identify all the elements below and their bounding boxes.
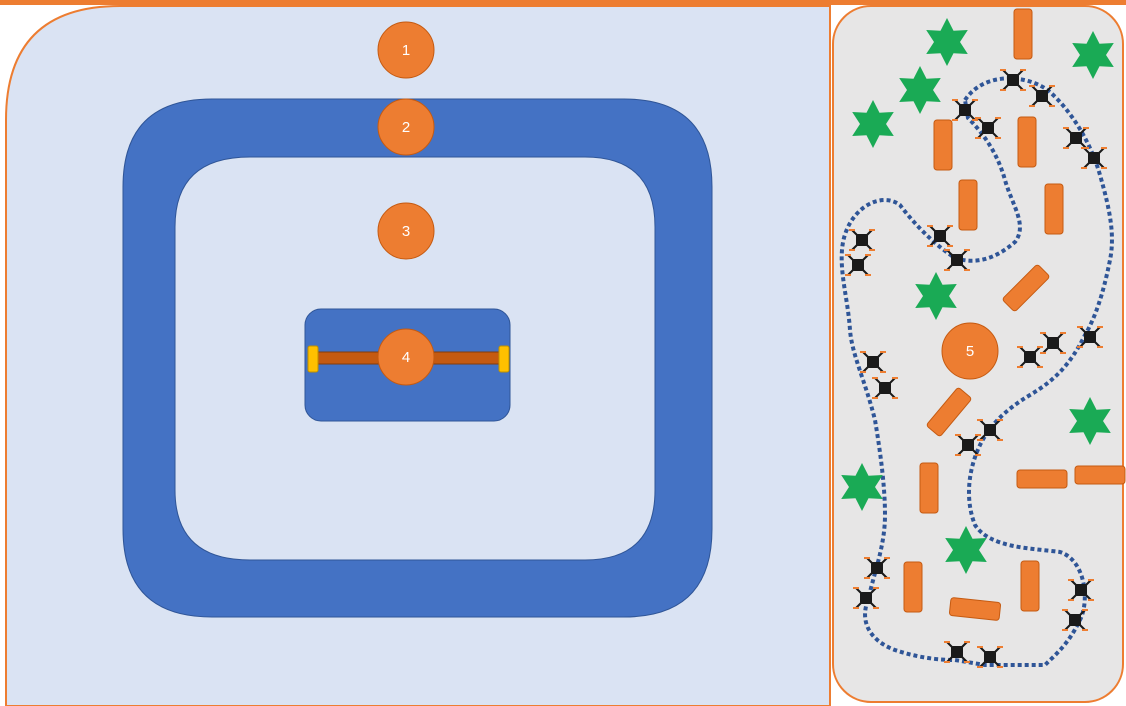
quadcopter-drone-icon [1029,85,1055,107]
quadcopter-drone-icon [1062,609,1088,631]
quadcopter-drone-icon [845,254,871,276]
marker-1: 1 [377,21,435,79]
rod-left-endcap [307,345,319,373]
quadcopter-drone-icon [872,377,898,399]
green-star-tree-icon [899,66,941,114]
green-star-tree-icon [1072,31,1114,79]
marker-1-label: 1 [402,42,410,59]
quadcopter-drone-icon [1000,69,1026,91]
obstacle [919,462,939,514]
obstacle [903,561,923,613]
marker-4: 4 [377,328,435,386]
blue-ring-track [122,98,713,618]
drones [845,69,1107,668]
quadcopter-drone-icon [853,587,879,609]
quadcopter-drone-icon [864,557,890,579]
quadcopter-drone-icon [952,99,978,121]
marker-3-label: 3 [402,223,410,240]
trees [841,18,1114,574]
quadcopter-drone-icon [955,434,981,456]
quadcopter-drone-icon [1077,326,1103,348]
marker-2: 2 [377,98,435,156]
quadcopter-drone-icon [944,641,970,663]
obstacle [1074,465,1126,485]
quadcopter-drone-icon [1040,332,1066,354]
quadcopter-drone-icon [944,249,970,271]
obstacle [1017,116,1037,168]
obstacle [1016,469,1068,489]
obstacle [1002,264,1050,312]
flight-path [839,76,1114,667]
green-star-tree-icon [915,272,957,320]
obstacle [933,119,953,171]
green-star-tree-icon [841,463,883,511]
quadcopter-drone-icon [1068,579,1094,601]
quadcopter-drone-icon [1081,147,1107,169]
green-star-tree-icon [945,526,987,574]
obstacle [1020,560,1040,612]
quadcopter-drone-icon [977,419,1003,441]
quadcopter-drone-icon [849,229,875,251]
marker-3: 3 [377,202,435,260]
top-accent-bar [0,0,1126,5]
marker-4-label: 4 [402,349,410,366]
obstacle [948,597,1002,621]
quadcopter-drone-icon [927,225,953,247]
quadcopter-drone-icon [860,351,886,373]
green-star-tree-icon [926,18,968,66]
green-star-tree-icon [852,100,894,148]
marker-2-label: 2 [402,119,410,136]
rod-right-endcap [498,345,510,373]
obstacles [903,8,1126,621]
obstacle [958,179,978,231]
marker-5-label: 5 [966,343,974,360]
quadcopter-drone-icon [975,117,1001,139]
obstacle [926,387,972,437]
obstacle [1044,183,1064,235]
quadcopter-drone-icon [1017,346,1043,368]
marker-5: 5 [941,322,999,380]
green-star-tree-icon [1069,397,1111,445]
quadcopter-drone-icon [977,646,1003,668]
obstacle [1013,8,1033,60]
